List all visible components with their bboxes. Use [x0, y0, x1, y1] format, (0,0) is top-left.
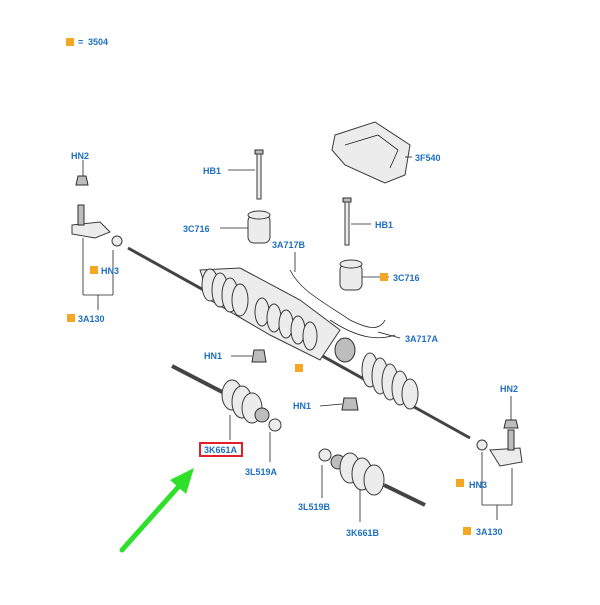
label-3k661b: 3K661B	[346, 528, 380, 538]
pinion-valve	[334, 337, 356, 363]
inner-tie-rod-3K661B	[318, 448, 426, 507]
marker-hn3-right	[456, 479, 464, 487]
label-3l519a: 3L519A	[245, 467, 278, 477]
label-hn1-left: HN1	[204, 351, 222, 361]
fluid-line-3A717B-path	[289, 269, 386, 328]
label-3a717a: 3A717A	[405, 334, 439, 344]
label-3a130-right: 3A130	[476, 527, 503, 537]
marker-rack	[295, 364, 303, 372]
heat-shield-3F540	[331, 121, 411, 184]
label-3c716-left: 3C716	[183, 224, 210, 234]
bolt-hb1-top	[254, 149, 264, 200]
lock-nut-right	[476, 439, 488, 451]
tie-rod-end-left	[71, 175, 123, 247]
label-3f540: 3F540	[415, 153, 441, 163]
nut-hn1-mid	[341, 397, 359, 411]
label-3c716-right: 3C716	[393, 273, 420, 283]
orange-markers	[67, 266, 471, 535]
leader-lines	[82, 156, 513, 522]
label-3l519b: 3L519B	[298, 502, 331, 512]
label-3k661a: 3K661A	[204, 445, 238, 455]
legend-marker	[66, 38, 74, 46]
rack-bellows-left	[201, 268, 249, 317]
inner-ball-joint-3L519A	[268, 418, 282, 432]
mount-3C716-left	[247, 210, 271, 244]
fluid-line-3A717A-path	[329, 319, 396, 339]
rack-bellows-right	[361, 352, 419, 410]
marker-3c716-right	[380, 273, 388, 281]
nut-hn1-left	[251, 349, 267, 363]
label-3a717b: 3A717B	[272, 240, 306, 250]
marker-3a130-right	[463, 527, 471, 535]
marker-3a130-left	[67, 314, 75, 322]
tie-rod-end-right	[476, 419, 523, 467]
nut-hn2-right	[503, 419, 519, 429]
rack-housing-ribs	[254, 297, 318, 351]
inner-tie-rod-3K661A	[171, 364, 270, 424]
nut-hn2-left	[75, 175, 89, 186]
label-hb1-top: HB1	[203, 166, 221, 176]
label-hn2-right: HN2	[500, 384, 518, 394]
part-labels: HN2 HB1 3F540 3C716 3A717B HB1 3C716 HN3…	[71, 151, 518, 538]
label-hn1-mid: HN1	[293, 401, 311, 411]
label-hn2-left: HN2	[71, 151, 89, 161]
label-hn3-right: HN3	[469, 480, 487, 490]
label-hn3-left: HN3	[101, 266, 119, 276]
label-hb1-right: HB1	[375, 220, 393, 230]
legend-equals: =	[78, 37, 83, 47]
inner-ball-joint-3L519B	[318, 448, 332, 462]
marker-hn3-left	[90, 266, 98, 274]
label-3a130-left: 3A130	[78, 314, 105, 324]
highlight-box-3k661a	[199, 442, 243, 457]
bolt-hb1-right	[342, 197, 352, 246]
legend-value: 3504	[88, 37, 108, 47]
lock-nut-left	[111, 235, 123, 247]
mount-3C716-right	[339, 259, 363, 291]
steering-rack	[127, 246, 471, 440]
green-arrow	[119, 468, 194, 553]
